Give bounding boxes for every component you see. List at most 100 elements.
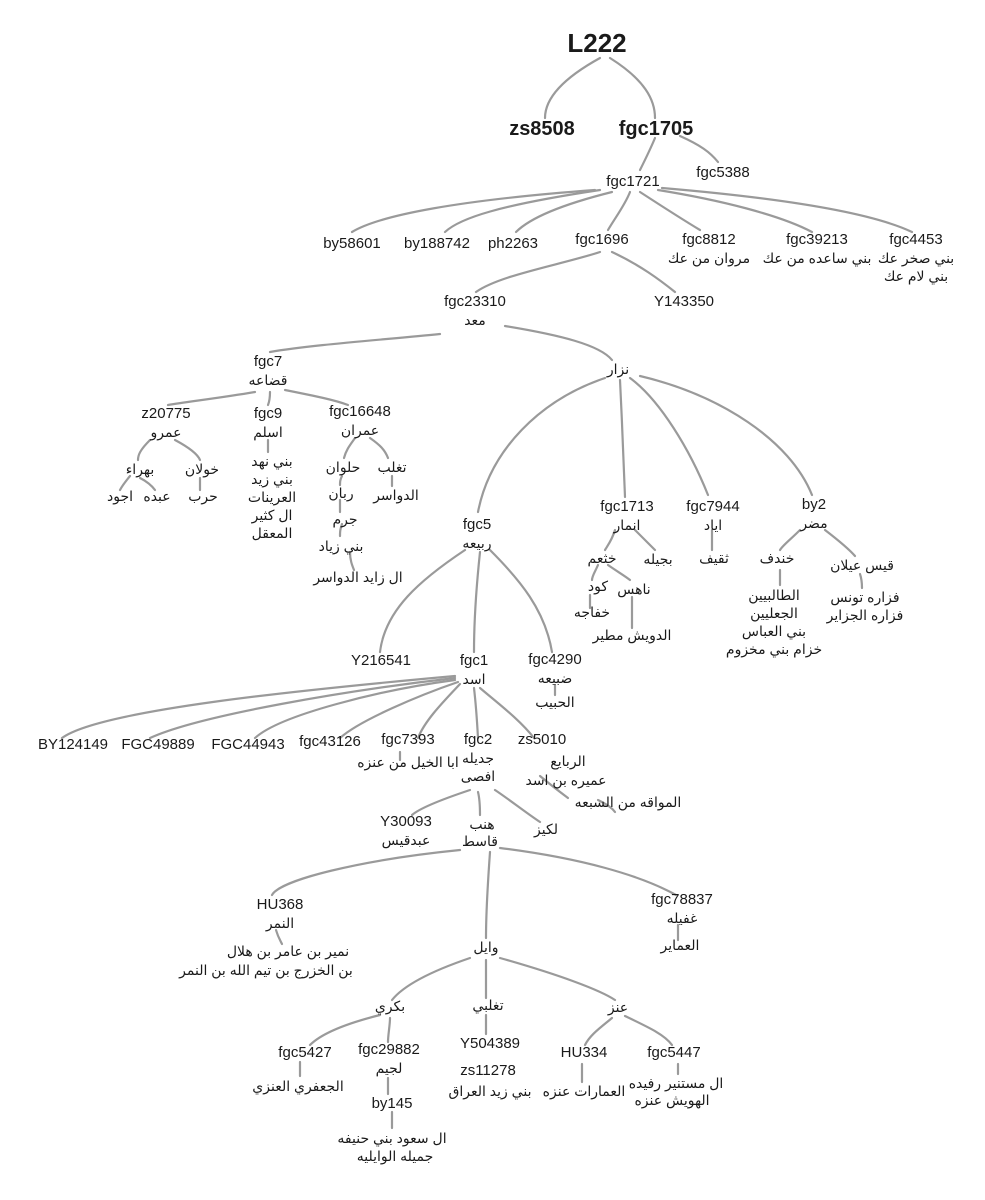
node-by2-khindif-children: الطالبيين الجعليين بني العباس خزام بني م… xyxy=(726,586,822,658)
node-duwaish: الدويش مطير xyxy=(592,627,672,643)
node-numair: نمير بن عامر بن هلال xyxy=(226,943,350,959)
edge xyxy=(368,436,390,460)
node-khazraj: بن الخزرج بن تيم الله بن النمر xyxy=(179,962,353,978)
node-by2-qais-children: فزاره تونس فزاره الجزاير xyxy=(827,588,904,624)
node-Y504389-id: Y504389 xyxy=(459,1035,521,1052)
node-lukaiz: لكيز xyxy=(534,821,558,837)
node-fazara-jazayer: فزاره الجزاير xyxy=(826,607,904,623)
node-amarat: العمارات عنزه xyxy=(542,1083,626,1099)
node-by2-label: مضر xyxy=(800,515,828,531)
node-fgc7-label: قضاعه xyxy=(248,372,288,388)
edge xyxy=(410,788,472,817)
node-fgc78837-label: غفيله xyxy=(666,910,698,926)
node-z20775-id: z20775 xyxy=(141,405,191,422)
edge xyxy=(478,686,536,740)
edge xyxy=(342,436,357,460)
edge xyxy=(618,378,627,499)
node-fgc7-id: fgc7 xyxy=(253,353,283,370)
node-al-zayed: ال زايد الدواسر xyxy=(313,569,403,585)
node-fgc2-id: fgc2 xyxy=(463,731,493,748)
node-HU334: HU334 xyxy=(560,1044,608,1061)
node-huwaish: الهويش عنزه xyxy=(634,1092,710,1108)
node-fgc1721: fgc1721 xyxy=(606,173,660,190)
node-khuzam: خزام بني مخزوم xyxy=(725,641,823,657)
node-zs11278-id: zs11278 xyxy=(460,1062,516,1079)
edge xyxy=(514,190,614,234)
node-zs8508: zs8508 xyxy=(509,118,575,140)
node-fgc5388: fgc5388 xyxy=(696,164,750,181)
node-taghlibi: تغلبي xyxy=(472,997,504,1013)
edge xyxy=(583,1016,614,1047)
edge xyxy=(606,190,632,232)
edge xyxy=(493,788,542,824)
node-jaafari: الجعفري العنزي xyxy=(252,1078,344,1094)
node-rabban: ربان xyxy=(328,485,354,501)
node-fgc29882-id: fgc29882 xyxy=(358,1041,420,1058)
edge xyxy=(474,250,602,294)
node-wayil: وايل xyxy=(473,939,499,955)
node-zs5010-id: zs5010 xyxy=(517,731,567,748)
edge xyxy=(596,798,617,814)
node-fgc1713-label: انمار xyxy=(613,517,641,533)
node-Y30093-label: عبدقيس xyxy=(381,832,431,848)
edge xyxy=(858,572,864,590)
node-fgc5427: fgc5427 xyxy=(278,1044,332,1061)
node-zs5010: zs5010 xyxy=(518,730,566,749)
node-qasit: قاسط xyxy=(462,833,498,849)
edge xyxy=(503,324,614,362)
node-Y30093-id: Y30093 xyxy=(380,813,432,830)
node-jamila: جميله الوايليه xyxy=(356,1148,434,1164)
edge xyxy=(610,250,677,294)
node-talibiyin: الطالبيين xyxy=(748,587,800,603)
node-zs5010-label-2: عميره بن اسد xyxy=(525,772,607,788)
edge xyxy=(138,476,157,492)
node-bani-abbas: بني العباس xyxy=(741,623,807,639)
node-holwan: حلوان xyxy=(325,459,361,475)
node-fgc16648-label: عمران xyxy=(340,422,380,438)
edge xyxy=(253,678,457,740)
node-bahraa: بهراء xyxy=(125,461,155,477)
node-FGC44943: FGC44943 xyxy=(211,736,285,753)
node-fgc4290-label: ضبيعه xyxy=(537,670,573,686)
node-by2-id: by2 xyxy=(801,496,827,513)
edge xyxy=(266,390,272,407)
node-jaaliyin: الجعليين xyxy=(750,605,798,621)
node-maaqal: المعقل xyxy=(251,525,293,541)
edge xyxy=(390,956,472,1002)
node-khafajah: خفاجه xyxy=(573,604,611,620)
edge xyxy=(472,550,482,654)
node-bani-nahd: بني نهد xyxy=(251,453,293,469)
node-fgc2-label-1: جديله xyxy=(461,750,495,766)
node-fgc1-label: اسد xyxy=(462,671,486,687)
node-fgc8812-id: fgc8812 xyxy=(682,231,736,248)
node-fgc9-children: بني نهد بني زيد العرينات ال كثير المعقل xyxy=(248,452,296,542)
edge xyxy=(338,474,344,487)
node-jarm: جرم xyxy=(332,511,358,527)
node-fgc4453-label-1: بني صخر عك xyxy=(877,250,955,266)
node-nahis: ناهس xyxy=(617,581,651,597)
edge xyxy=(656,188,814,234)
node-fgc5-label: ربيعه xyxy=(462,535,492,551)
node-taghlib: تغلب xyxy=(377,459,407,475)
node-khindif: خندف xyxy=(759,550,795,566)
node-fgc78837-id: fgc78837 xyxy=(651,891,713,908)
edge xyxy=(386,1016,392,1044)
edge xyxy=(270,848,462,897)
node-HU368-id: HU368 xyxy=(256,896,304,913)
edge xyxy=(498,846,678,897)
node-fgc16648-id: fgc16648 xyxy=(329,403,391,420)
edge xyxy=(274,928,284,946)
node-khathaam: خثعم xyxy=(587,550,617,566)
node-by2: by2 مضر xyxy=(800,495,827,532)
node-fgc4453-label-2: بني لام عك xyxy=(883,268,949,284)
edge xyxy=(638,374,814,497)
